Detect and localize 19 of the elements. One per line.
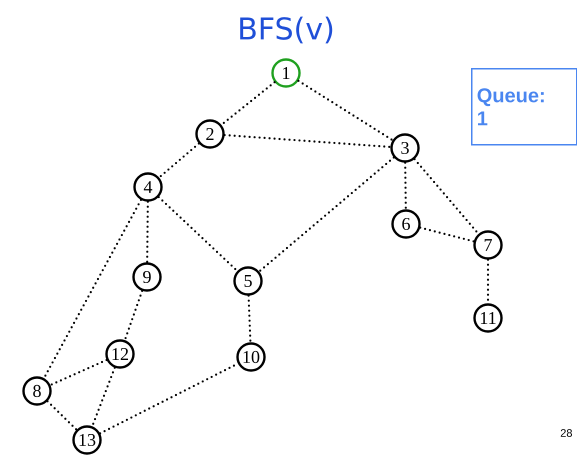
dotted-edge (42, 198, 142, 380)
dotted-edge (91, 366, 116, 428)
dotted-edge (220, 81, 276, 126)
dotted-edge (297, 80, 394, 142)
dotted-edge (404, 162, 407, 210)
dotted-edge (247, 294, 252, 344)
dotted-edge (158, 142, 200, 179)
dotted-edge (413, 158, 480, 235)
dotted-edge (146, 200, 149, 264)
dotted-edge (158, 196, 238, 272)
dotted-edge (224, 134, 392, 148)
page-number: 28 (560, 429, 572, 437)
queue-box: Queue: 1 (471, 68, 577, 146)
dotted-edge (46, 400, 78, 431)
dotted-edge (49, 358, 108, 386)
dotted-edge (258, 156, 395, 273)
dotted-edge (419, 226, 475, 242)
title: BFS(v) (240, 16, 332, 44)
dotted-edge (124, 290, 144, 342)
